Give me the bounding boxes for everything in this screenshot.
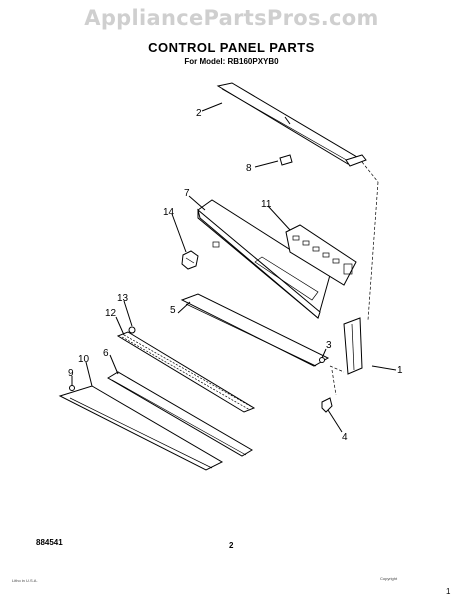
page-number: 2 — [229, 541, 234, 550]
page-title: CONTROL PANEL PARTS — [148, 40, 315, 55]
label-part-13: 13 — [117, 293, 129, 304]
label-part-3: 3 — [326, 340, 332, 351]
doc-number: 884541 — [36, 538, 63, 547]
label-part-9: 9 — [68, 368, 74, 379]
part-13-screw[interactable] — [128, 326, 136, 334]
corner-mark: 1 — [446, 587, 451, 596]
fine-print-left: Litho in U.S.A. — [12, 578, 38, 583]
part-1-end-cap[interactable] — [343, 317, 363, 375]
part-9-screw[interactable] — [69, 385, 75, 391]
part-labels: 2 8 7 11 14 5 13 12 6 10 9 3 1 4 — [68, 108, 403, 443]
watermark: AppliancePartsPros.com — [84, 6, 379, 30]
part-11-control-board[interactable] — [285, 224, 357, 286]
part-7-control-panel[interactable] — [197, 199, 331, 319]
part-12-vent-strip[interactable] — [116, 331, 256, 413]
label-part-12: 12 — [105, 308, 117, 319]
part-3-screw[interactable] — [319, 357, 325, 363]
part-8-clip[interactable] — [279, 154, 293, 166]
part-2-top-trim[interactable] — [216, 82, 367, 167]
part-14-knob[interactable] — [181, 250, 199, 270]
fine-print-right: Copyright — [380, 576, 398, 581]
assembly-guides — [329, 161, 379, 396]
part-4-clip[interactable] — [321, 397, 333, 413]
label-part-11: 11 — [261, 199, 272, 210]
part-10-shield[interactable] — [58, 385, 224, 471]
model-line: For Model: RB160PXYB0 — [184, 57, 279, 66]
label-part-5: 5 — [170, 305, 176, 316]
part-6-rail[interactable] — [107, 371, 253, 457]
label-part-10: 10 — [78, 354, 90, 365]
leader-lines — [71, 102, 397, 433]
part-5-lower-trim[interactable] — [180, 293, 330, 367]
label-part-8: 8 — [246, 163, 252, 174]
label-part-4: 4 — [342, 432, 348, 443]
label-part-1: 1 — [397, 365, 403, 376]
label-part-7: 7 — [184, 188, 190, 199]
label-part-2: 2 — [196, 108, 202, 119]
label-part-6: 6 — [103, 348, 109, 359]
label-part-14: 14 — [163, 207, 175, 218]
